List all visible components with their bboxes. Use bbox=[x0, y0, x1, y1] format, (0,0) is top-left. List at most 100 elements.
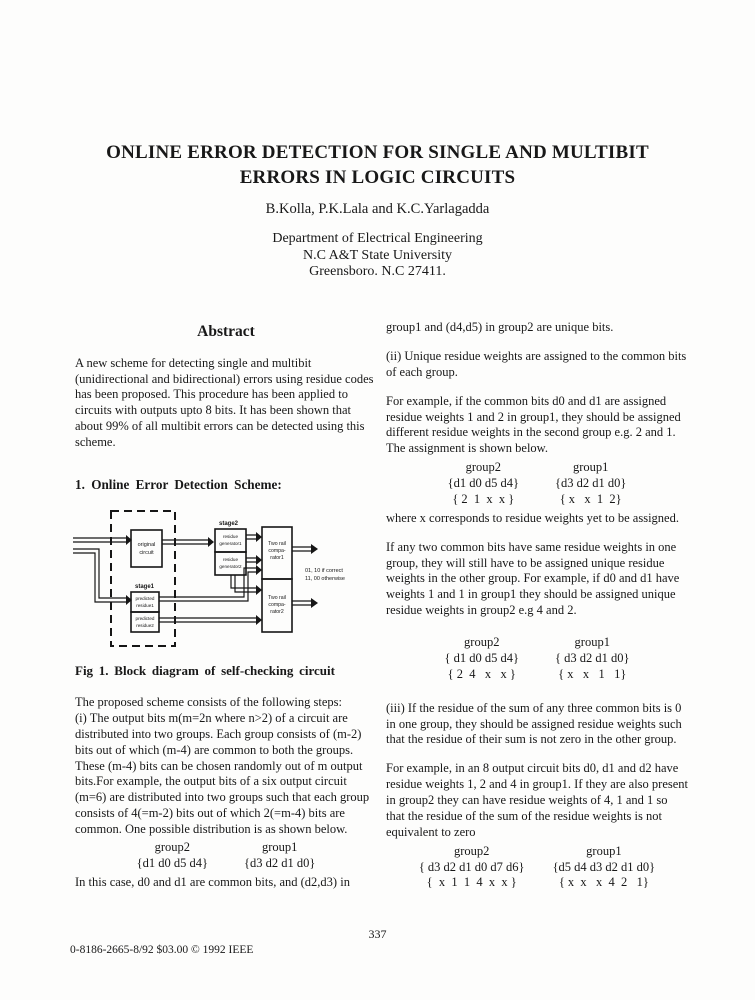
group1-column: group1 {d3 d2 d1 d0} { x x 1 2} bbox=[555, 460, 626, 508]
output-code-annotation: 01, 10 if correct bbox=[305, 568, 343, 574]
output-wire-comp1 bbox=[292, 546, 311, 552]
predicted-residue2-box bbox=[130, 610, 160, 633]
comparator2-label: Two rail bbox=[268, 595, 286, 601]
arrowhead-icon bbox=[256, 584, 262, 595]
output-wire-comp2 bbox=[292, 600, 311, 606]
original-circuit-box bbox=[130, 528, 163, 568]
predicted-residue1-label: residue1 bbox=[136, 603, 154, 608]
wire-gen2-to-comp2 bbox=[230, 574, 256, 593]
left-column: Abstract A new scheme for detecting sing… bbox=[73, 320, 377, 904]
unique-bits-paragraph: group1 and (d4,d5) in group2 are unique … bbox=[386, 320, 614, 334]
predicted-residue2-label: residue2 bbox=[136, 623, 154, 628]
abstract-heading: Abstract bbox=[197, 323, 255, 340]
residue-generator1-label: generator1 bbox=[219, 541, 242, 546]
arrowhead-icon bbox=[256, 564, 262, 575]
wire-gen2-to-comp1 bbox=[246, 557, 256, 563]
copyright-line: 0-8186-2665-8/92 $03.00 © 1992 IEEE bbox=[70, 944, 254, 956]
group2-weights: { x 1 1 4 x x } bbox=[426, 875, 517, 890]
group1-weights: { x x 1 2} bbox=[559, 491, 622, 506]
group2-bits: { d3 d2 d1 d0 d7 d6} bbox=[418, 859, 525, 874]
section1-heading: 1. Online Error Detection Scheme: bbox=[75, 476, 282, 492]
group2-bits: {d1 d0 d5 d4} bbox=[447, 476, 519, 490]
same-weights-paragraph: If any two common bits have same residue… bbox=[386, 539, 680, 618]
arrowhead-icon bbox=[126, 534, 132, 545]
residue-generator2-label: generator2 bbox=[219, 564, 242, 569]
group2-column: group2 { d3 d2 d1 d0 d7 d6} { x 1 1 4 x … bbox=[419, 844, 525, 892]
where-x-paragraph: where x corresponds to residue weights y… bbox=[386, 510, 679, 525]
group1-weights: { x x x 4 2 1} bbox=[558, 875, 649, 890]
group2-column: group2 {d1 d0 d5 d4} bbox=[137, 840, 208, 872]
arrowhead-icon bbox=[311, 597, 318, 608]
group2-weights: { 2 4 x x } bbox=[447, 666, 516, 681]
wire-pred2-to-comp2 bbox=[159, 617, 256, 623]
group1-column: group1 { d3 d2 d1 d0} { x x 1 1} bbox=[555, 635, 630, 683]
group2-bits: {d1 d0 d5 d4} bbox=[136, 855, 208, 870]
group1-column: group1 {d5 d4 d3 d2 d1 d0} { x x x 4 2 1… bbox=[553, 844, 656, 892]
paper-affiliation: Department of Electrical Engineering N.C… bbox=[272, 231, 483, 280]
common-bits-paragraph: In this case, d0 and d1 are common bits,… bbox=[75, 874, 350, 889]
eight-output-paragraph: For example, in an 8 output circuit bits… bbox=[386, 761, 689, 839]
abstract-text: A new scheme for detecting single and mu… bbox=[75, 355, 374, 450]
group-distribution-left: group2 {d1 d0 d5 d4} group1 {d3 d2 d1 d0… bbox=[75, 840, 377, 872]
comparator2-label: compa- bbox=[268, 602, 286, 608]
comparator1-label: rator1 bbox=[270, 555, 284, 561]
assignment-block-1: group2 {d1 d0 d5 d4} { 2 1 x x } group1 … bbox=[386, 460, 688, 508]
group1-bits: {d5 d4 d3 d2 d1 d0} bbox=[552, 859, 656, 874]
group1-header: group1 bbox=[574, 635, 610, 649]
original-circuit-label: original bbox=[138, 542, 156, 548]
group2-header: group2 bbox=[464, 635, 500, 649]
figure-1: original circuit stage2 residue generato… bbox=[73, 504, 377, 659]
step-ii-paragraph: (ii) Unique residue weights are assigned… bbox=[386, 348, 687, 379]
wire-pred1-to-comp1 bbox=[159, 567, 256, 602]
group2-bits: { d1 d0 d5 d4} bbox=[444, 650, 520, 665]
wire-orig-to-stage2 bbox=[162, 539, 208, 545]
original-circuit-label: circuit bbox=[139, 550, 154, 556]
stage1-label: stage1 bbox=[135, 584, 155, 590]
arrowhead-icon bbox=[126, 594, 132, 605]
output-code-annotation: 11, 00 otherwise bbox=[305, 576, 345, 582]
group2-header: group2 bbox=[453, 843, 490, 858]
group1-column: group1 {d3 d2 d1 d0} bbox=[244, 840, 315, 872]
assignment-block-3: group2 { d3 d2 d1 d0 d7 d6} { x 1 1 4 x … bbox=[386, 844, 688, 892]
stage2-label: stage2 bbox=[219, 521, 239, 527]
wire-gen1-to-comp1 bbox=[246, 534, 256, 540]
group2-column: group2 {d1 d0 d5 d4} { 2 1 x x } bbox=[448, 460, 519, 508]
group1-bits: {d3 d2 d1 d0} bbox=[555, 476, 627, 490]
page-number: 337 bbox=[368, 927, 387, 941]
group1-bits: {d3 d2 d1 d0} bbox=[244, 855, 316, 870]
residue-generator2-label: residue bbox=[223, 557, 239, 562]
arrowhead-icon bbox=[256, 614, 262, 625]
weights-example-paragraph: For example, if the common bits d0 and d… bbox=[386, 393, 681, 456]
paper-authors: B.Kolla, P.K.Lala and K.C.Yarlagadda bbox=[265, 201, 490, 217]
dashed-boundary-box bbox=[110, 509, 176, 647]
input-wire-branch bbox=[73, 548, 126, 603]
arrowhead-icon bbox=[256, 554, 262, 565]
right-column: group1 and (d4,d5) in group2 are unique … bbox=[386, 320, 688, 894]
arrowhead-icon bbox=[256, 531, 262, 542]
steps-paragraph: The proposed scheme consists of the foll… bbox=[75, 695, 370, 837]
input-wire-top bbox=[73, 537, 126, 543]
comparator1-label: compa- bbox=[268, 548, 286, 554]
paper-title: ONLINE ERROR DETECTION FOR SINGLE AND MU… bbox=[106, 142, 649, 188]
group2-header: group2 bbox=[465, 460, 502, 475]
predicted-residue2-label: predicted bbox=[136, 616, 155, 621]
group2-weights: { 2 1 x x } bbox=[452, 491, 515, 506]
group1-bits: { d3 d2 d1 d0} bbox=[555, 650, 630, 665]
group2-header: group2 bbox=[154, 839, 191, 854]
group1-weights: { x x 1 1} bbox=[558, 666, 627, 681]
group1-header: group1 bbox=[586, 843, 622, 858]
assignment-block-2: group2 { d1 d0 d5 d4} { 2 4 x x } group1… bbox=[386, 635, 688, 683]
group1-header: group1 bbox=[261, 839, 298, 854]
arrowhead-icon bbox=[208, 536, 214, 547]
arrowhead-icon bbox=[311, 543, 318, 554]
fig1-caption: Fig 1. Block diagram of self-checking ci… bbox=[75, 662, 335, 678]
step-iii-paragraph: (iii) If the residue of the sum of any t… bbox=[386, 700, 682, 747]
fig1-block-diagram: original circuit stage2 residue generato… bbox=[73, 509, 345, 647]
comparator1-label: Two rail bbox=[268, 541, 286, 547]
predicted-residue1-box bbox=[130, 590, 160, 613]
group1-header: group1 bbox=[572, 460, 609, 475]
comparator2-label: rator2 bbox=[270, 609, 284, 615]
predicted-residue1-label: predicted bbox=[136, 596, 155, 601]
group2-column: group2 { d1 d0 d5 d4} { 2 4 x x } bbox=[445, 635, 520, 683]
